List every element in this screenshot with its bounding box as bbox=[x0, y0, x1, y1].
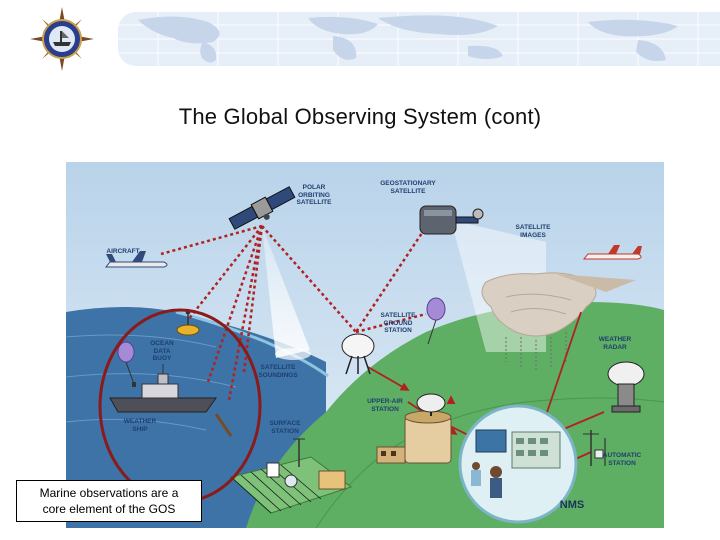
label-polar-orbiting-satellite: POLAR ORBITING SATELLITE bbox=[296, 184, 332, 206]
label-aircraft: AIRCRAFT bbox=[106, 248, 140, 255]
compass-rose-logo bbox=[30, 7, 94, 71]
geostationary-satellite-icon bbox=[419, 205, 484, 235]
ocean-data-buoy-icon bbox=[176, 309, 200, 336]
callout-line-2: core element of the GOS bbox=[42, 502, 176, 516]
data-links bbox=[160, 223, 430, 401]
aircraft-right-icon bbox=[582, 245, 642, 260]
label-satellite-ground-station: SATELLITE GROUND STATION bbox=[380, 312, 416, 334]
label-geostationary-satellite: GEOSTATIONARY SATELLITE bbox=[380, 180, 436, 195]
nms-center-icon bbox=[458, 404, 578, 524]
upper-air-balloon-icon bbox=[426, 297, 446, 345]
marine-callout-box: Marine observations are a core element o… bbox=[16, 480, 202, 522]
weather-ship-icon bbox=[109, 364, 233, 437]
label-ocean-data-buoy: OCEAN DATA BUOY bbox=[150, 340, 174, 362]
label-upper-air-station: UPPER-AIR STATION bbox=[367, 398, 403, 413]
label-weather-radar: WEATHER RADAR bbox=[598, 336, 632, 351]
polar-orbiting-satellite-icon bbox=[228, 186, 296, 230]
header-band bbox=[0, 0, 720, 78]
weather-radar-icon bbox=[607, 361, 645, 413]
gos-diagram: POLAR ORBITING SATELLITE GEOSTATIONARY S… bbox=[65, 162, 665, 529]
automatic-station-icon bbox=[583, 430, 606, 466]
satellite-ground-station-icon bbox=[341, 333, 375, 375]
aircraft-icon bbox=[104, 251, 168, 268]
label-automatic-station: AUTOMATIC STATION bbox=[602, 452, 642, 467]
slide-title: The Global Observing System (cont) bbox=[178, 104, 542, 129]
storm-cloud bbox=[481, 272, 636, 372]
callout-line-1: Marine observations are a bbox=[39, 486, 179, 500]
gos-illustration bbox=[65, 162, 665, 529]
label-satellite-soundings: SATELLITE SOUNDINGS bbox=[258, 364, 298, 379]
label-nms: NMS bbox=[559, 499, 585, 511]
weather-balloon-icon bbox=[117, 341, 136, 387]
label-surface-station: SURFACE STATION bbox=[269, 420, 301, 435]
label-satellite-images: SATELLITE IMAGES bbox=[515, 224, 551, 239]
label-weather-ship: WEATHER SHIP bbox=[123, 418, 157, 433]
satellite-sounding-beam bbox=[262, 226, 310, 358]
world-map-strip bbox=[118, 12, 720, 66]
surface-station-icon bbox=[229, 438, 353, 514]
upper-air-station-icon bbox=[376, 393, 452, 464]
